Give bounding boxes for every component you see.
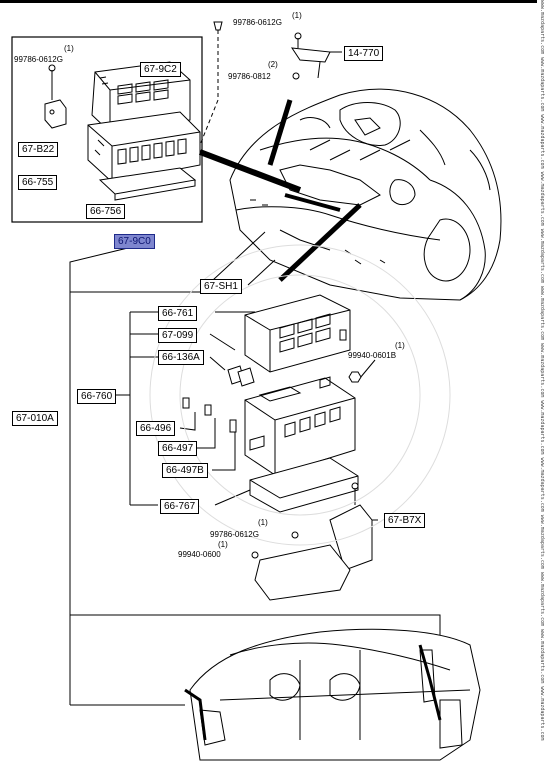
main-vertical — [69, 245, 137, 705]
relay-box-drawing — [87, 111, 201, 183]
leader-dash — [70, 614, 441, 640]
part-label-66-767: 66-767 — [160, 499, 200, 514]
part-label-14-770: 14-770 — [344, 46, 384, 61]
part-label-67-b7x: 67-B7X — [384, 513, 426, 528]
part-label-66-756: 66-756 — [86, 204, 126, 219]
cable-3 — [278, 203, 362, 282]
qty-left-0612g: (1) — [64, 44, 74, 53]
part-label-66-760: 66-760 — [77, 389, 117, 404]
part-label-67-010a: 67-010A — [12, 411, 58, 426]
relays-drawing — [227, 365, 255, 387]
part-label-66-755: 66-755 — [18, 175, 58, 190]
watermark-emblem — [149, 244, 451, 546]
bolt-99940-0601b: 99940-0601B — [348, 351, 397, 360]
part-label-67-sh1: 67-SH1 — [200, 279, 242, 294]
bolt-99786-0612g-bottom: 99786-0612G — [210, 530, 259, 539]
part-label-66-497: 66-497 — [158, 441, 198, 456]
qty-0601b: (1) — [395, 341, 405, 350]
lower-cover-66-767 — [249, 457, 359, 513]
fuses-drawing — [182, 397, 237, 433]
clip-14-770 — [290, 32, 331, 80]
dashed-leader — [199, 30, 219, 146]
cable-1 — [198, 149, 302, 193]
cable-2 — [267, 99, 293, 166]
top-border — [0, 0, 537, 3]
dashboard-drawing — [189, 628, 481, 761]
sidebar-watermark-text: www.mazdaparts.com www.mazdaparts.com ww… — [539, 0, 545, 741]
qty-0600: (1) — [218, 540, 228, 549]
qty-0812: (2) — [268, 60, 278, 69]
bracket-base-drawing — [98, 167, 197, 201]
part-label-67-9c0: 67-9C0 — [114, 234, 155, 249]
relay-cover-66-761 — [244, 294, 351, 373]
inset-box — [11, 36, 203, 223]
part-label-67-b22: 67-B22 — [18, 142, 59, 157]
part-label-66-497b: 66-497B — [162, 463, 208, 478]
bolt-99786-0612g-top: 99786-0612G — [233, 18, 282, 27]
bolt-99786-0612g-left: 99786-0612G — [14, 55, 63, 64]
cable-4 — [284, 193, 341, 212]
small-bracket-drawing — [44, 64, 67, 129]
qty-top-0612g: (1) — [292, 11, 302, 20]
fuse-box-66-760 — [244, 376, 356, 476]
bolt-99940-0600: 99940-0600 — [178, 550, 221, 559]
part-label-66-496: 66-496 — [136, 421, 176, 436]
nut-0601b — [348, 371, 362, 383]
engine-bay-drawing — [229, 88, 502, 301]
part-label-67-9c2: 67-9C2 — [140, 62, 181, 77]
bolt-99786-0812: 99786-0812 — [228, 72, 271, 81]
part-label-66-136a: 66-136A — [158, 350, 204, 365]
bracket-67-b7x — [251, 482, 373, 601]
part-label-67-099: 67-099 — [158, 328, 198, 343]
part-label-66-761: 66-761 — [158, 306, 198, 321]
qty-bottom-0612g: (1) — [258, 518, 268, 527]
